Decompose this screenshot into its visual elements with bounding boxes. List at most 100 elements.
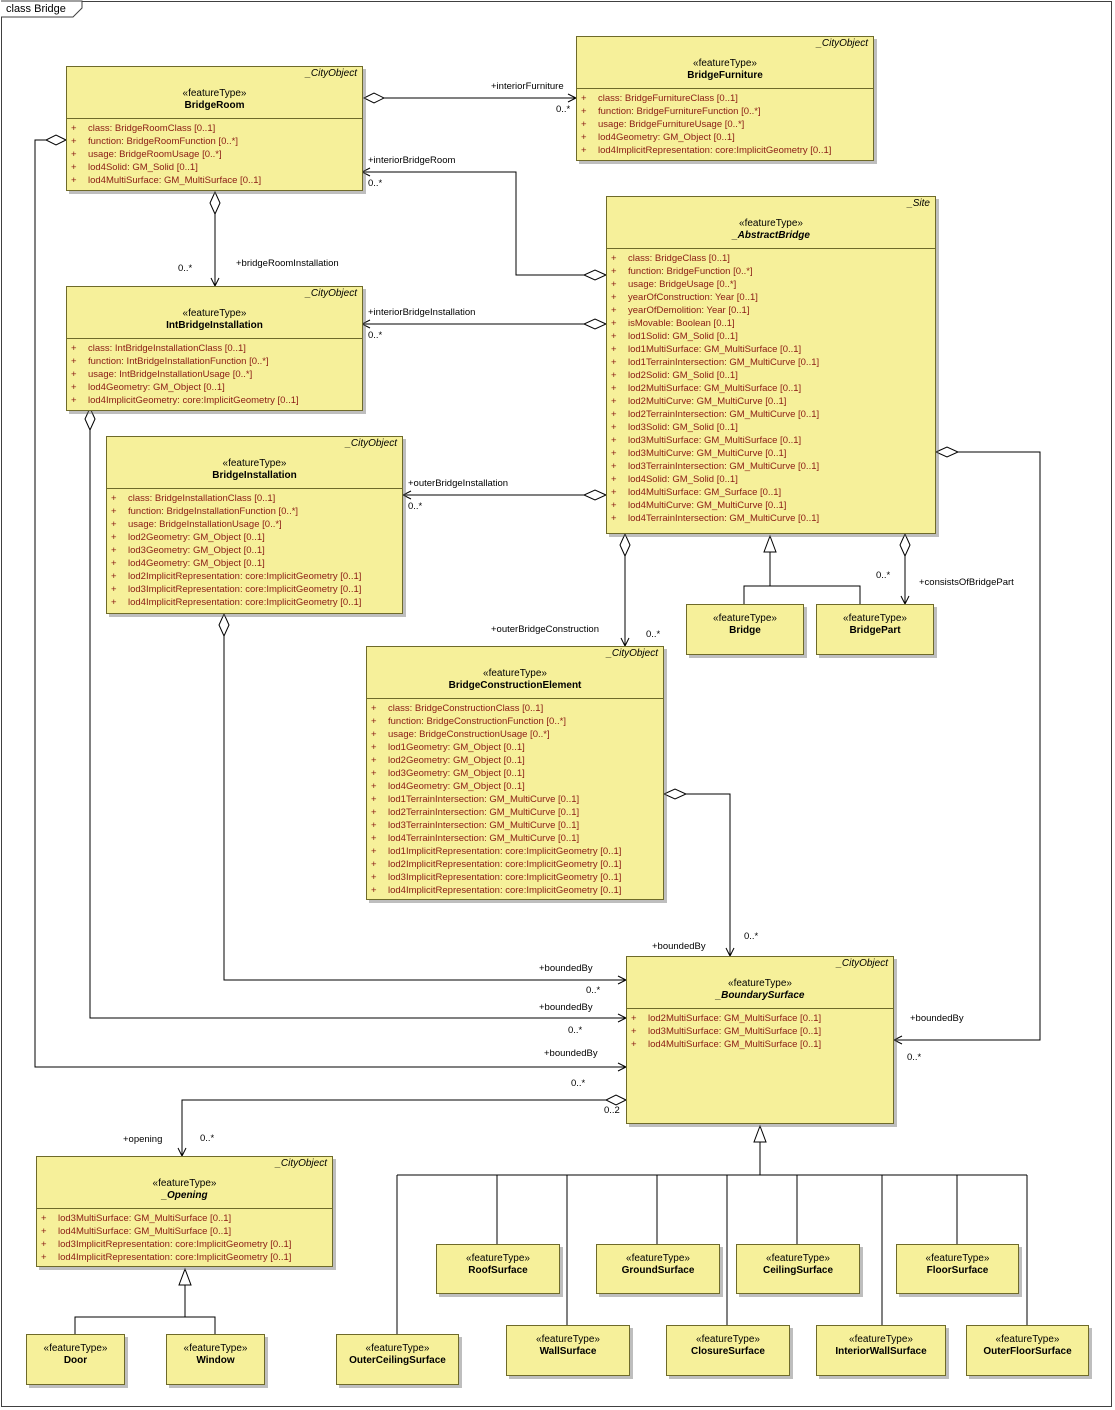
- class-name: ClosureSurface: [691, 1346, 765, 1357]
- class-window[interactable]: «featureType» Window: [166, 1334, 265, 1385]
- attribute-row: +lod4MultiSurface: GM_Surface [0..1]: [607, 486, 935, 499]
- attribute-row: +class: IntBridgeInstallationClass [0..1…: [67, 342, 362, 355]
- diamond-installation-owner: [582, 489, 608, 501]
- class-header: _CityObject «featureType» BridgeRoom: [67, 67, 362, 119]
- class-outer-ceiling-surface[interactable]: «featureType» OuterCeilingSurface: [336, 1334, 459, 1385]
- diamond-construction-owner: [619, 532, 631, 558]
- label-interior-bridge-room: +interiorBridgeRoom: [368, 155, 456, 166]
- label-interior-furniture: +interiorFurniture: [491, 81, 564, 92]
- attribute-row: +lod3ImplicitRepresentation: core:Implic…: [107, 583, 402, 596]
- attribute-row: +lod3Geometry: GM_Object [0..1]: [367, 767, 663, 780]
- stereotype-label: «featureType»: [728, 978, 792, 989]
- class-ground-surface[interactable]: «featureType» GroundSurface: [596, 1244, 720, 1294]
- class-roof-surface[interactable]: «featureType» RoofSurface: [436, 1244, 560, 1294]
- attribute-text: function: BridgeFurnitureFunction [0..*]: [598, 106, 761, 117]
- class-name: Bridge: [729, 625, 761, 636]
- visibility-marker: +: [611, 253, 617, 264]
- interior-bridge-room-link: [362, 171, 584, 276]
- visibility-marker: +: [371, 807, 377, 818]
- class-header: _CityObject «featureType» _BoundarySurfa…: [627, 957, 893, 1009]
- class-int-bridge-installation[interactable]: _CityObject «featureType» IntBridgeInsta…: [66, 286, 363, 411]
- class-door[interactable]: «featureType» Door: [26, 1334, 125, 1385]
- attribute-list: +class: BridgeConstructionClass [0..1]+f…: [367, 699, 663, 897]
- class-bridge-construction-element[interactable]: _CityObject «featureType» BridgeConstruc…: [366, 646, 664, 900]
- attribute-text: lod2MultiSurface: GM_MultiSurface [0..1]: [648, 1013, 822, 1024]
- visibility-marker: +: [611, 357, 617, 368]
- class-header: _Site «featureType» _AbstractBridge: [607, 197, 935, 249]
- label-bounded-by-room: +boundedBy: [544, 1048, 598, 1059]
- attribute-text: lod4TerrainIntersection: GM_MultiCurve […: [388, 833, 580, 844]
- class-interior-wall-surface[interactable]: «featureType» InteriorWallSurface: [816, 1325, 946, 1376]
- diamond-bridge-room-furniture: [362, 92, 386, 104]
- attribute-text: lod4ImplicitRepresentation: core:Implici…: [388, 885, 622, 896]
- attribute-row: +class: BridgeFurnitureClass [0..1]: [577, 92, 873, 105]
- visibility-marker: +: [581, 119, 587, 130]
- visibility-marker: +: [111, 571, 117, 582]
- class-name: BridgePart: [849, 625, 901, 636]
- visibility-marker: +: [631, 1039, 637, 1050]
- visibility-marker: +: [611, 331, 617, 342]
- attribute-row: +lod1Solid: GM_Solid [0..1]: [607, 330, 935, 343]
- visibility-marker: +: [71, 395, 77, 406]
- class-name: RoofSurface: [468, 1265, 528, 1276]
- attribute-text: lod2Geometry: GM_Object [0..1]: [388, 755, 525, 766]
- association-lines: [34, 93, 1041, 1334]
- attribute-text: lod3MultiSurface: GM_MultiSurface [0..1]: [628, 435, 802, 446]
- attribute-row: +lod4MultiSurface: GM_MultiSurface [0..1…: [627, 1038, 893, 1051]
- attribute-row: + lod2TerrainIntersection: GM_MultiCurve …: [367, 806, 663, 819]
- class-bridge-furniture[interactable]: _CityObject «featureType» BridgeFurnitur…: [576, 36, 874, 161]
- class-bridge-part[interactable]: «featureType» BridgePart: [816, 604, 934, 655]
- visibility-marker: +: [71, 343, 77, 354]
- attribute-row: +lod2ImplicitRepresentation: core:Implic…: [367, 858, 663, 871]
- stereotype-label: «featureType»: [152, 1178, 217, 1189]
- stereotype-label: «featureType»: [693, 58, 757, 69]
- attribute-text: lod1TerrainIntersection: GM_MultiCurve […: [388, 794, 580, 805]
- attribute-row: +function: BridgeFunction [0..*]: [607, 265, 935, 278]
- attribute-row: +usage: BridgeConstructionUsage [0..*]: [367, 728, 663, 741]
- class-bridge-room[interactable]: _CityObject «featureType» BridgeRoom +cl…: [66, 66, 363, 191]
- class-closure-surface[interactable]: «featureType» ClosureSurface: [666, 1325, 790, 1376]
- visibility-marker: +: [71, 136, 77, 147]
- visibility-marker: +: [611, 305, 617, 316]
- visibility-marker: +: [611, 487, 617, 498]
- class-floor-surface[interactable]: «featureType» FloorSurface: [896, 1244, 1019, 1294]
- attribute-text: lod4MultiSurface: GM_MultiSurface [0..1]: [88, 175, 262, 186]
- class-wall-surface[interactable]: «featureType» WallSurface: [506, 1325, 630, 1376]
- triangle-abstract-bridge: [763, 534, 777, 553]
- attribute-text: lod2TerrainIntersection: GM_MultiCurve […: [388, 807, 580, 818]
- stereotype-label: «featureType»: [182, 308, 247, 319]
- attribute-text: lod4ImplicitGeometry: core:ImplicitGeome…: [88, 395, 299, 406]
- attribute-text: lod4ImplicitRepresentation: core:Implici…: [128, 597, 362, 608]
- attribute-text: usage: BridgeInstallationUsage [0..*]: [128, 519, 282, 530]
- attribute-row: + lod1TerrainIntersection: GM_MultiCurve …: [367, 793, 663, 806]
- parent-class-label: _Site: [907, 198, 930, 209]
- visibility-marker: +: [111, 584, 117, 595]
- attribute-row: + lod1TerrainIntersection: GM_MultiCurve …: [607, 356, 935, 369]
- mult-bounded-by-construction: 0..*: [744, 931, 759, 942]
- mult-consists-of-bridge-part: 0..*: [876, 570, 891, 581]
- visibility-marker: +: [371, 794, 377, 805]
- stereotype-label: «featureType»: [849, 1334, 913, 1345]
- class-bridge-installation[interactable]: _CityObject «featureType» BridgeInstalla…: [106, 436, 403, 614]
- class-outer-floor-surface[interactable]: «featureType» OuterFloorSurface: [966, 1325, 1089, 1376]
- attribute-row: +lod4ImplicitRepresentation: core:Implic…: [107, 596, 402, 609]
- attribute-text: lod1TerrainIntersection: GM_MultiCurve […: [628, 357, 820, 368]
- class-ceiling-surface[interactable]: «featureType» CeilingSurface: [736, 1244, 860, 1294]
- aggregation-diamonds: [44, 92, 960, 1106]
- attribute-row: +lod4TerrainIntersection: GM_MultiCurve …: [607, 512, 935, 525]
- attribute-row: +lod3MultiSurface: GM_MultiSurface [0..1…: [607, 434, 935, 447]
- class-boundary-surface[interactable]: _CityObject «featureType» _BoundarySurfa…: [626, 956, 894, 1124]
- class-header: _CityObject «featureType» _Opening: [37, 1157, 332, 1209]
- attribute-text: lod4ImplicitRepresentation: core:Implici…: [598, 145, 832, 156]
- attribute-row: +function: BridgeInstallationFunction [0…: [107, 505, 402, 518]
- stereotype-label: «featureType»: [995, 1334, 1060, 1345]
- class-bridge[interactable]: «featureType» Bridge: [686, 604, 804, 655]
- attribute-text: class: BridgeClass [0..1]: [628, 253, 730, 264]
- attribute-row: +class: BridgeInstallationClass [0..1]: [107, 492, 402, 505]
- attribute-row: +lod2Solid: GM_Solid [0..1]: [607, 369, 935, 382]
- class-opening[interactable]: _CityObject «featureType» _Opening +lod3…: [36, 1156, 333, 1267]
- visibility-marker: +: [71, 123, 77, 134]
- class-header: «featureType» CeilingSurface: [737, 1245, 859, 1277]
- class-abstract-bridge[interactable]: _Site «featureType» _AbstractBridge + cla…: [606, 196, 936, 534]
